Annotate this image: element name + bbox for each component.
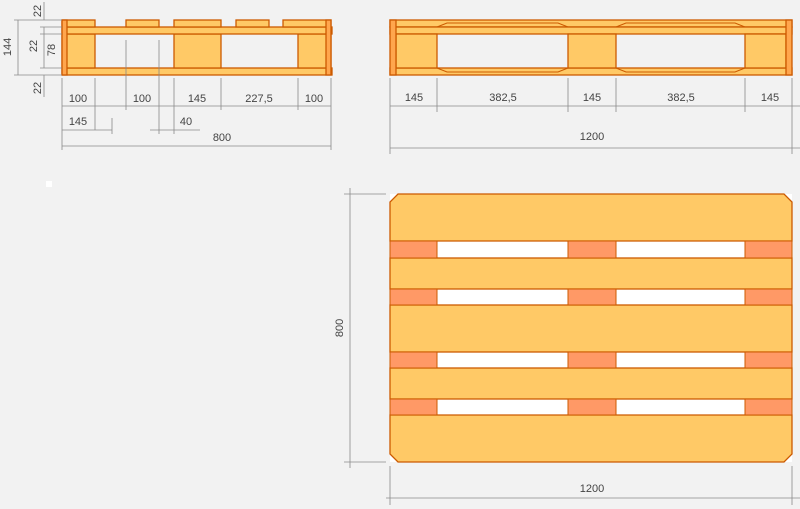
- dim-top-board: 22: [32, 5, 44, 17]
- end-cap-long-left: [389, 19, 397, 76]
- dim-total-800: 800: [213, 132, 231, 144]
- end-cap-right: [325, 19, 332, 76]
- block-gap4-left: [389, 398, 438, 416]
- dim-bottom-board: 22: [32, 82, 44, 94]
- dim-block-height: 78: [46, 44, 58, 56]
- dim-stringer: 22: [28, 40, 40, 52]
- top-board-4: [235, 19, 270, 28]
- stringer-long: [389, 26, 793, 35]
- dim-long-145-b: 145: [583, 92, 601, 104]
- dim-100-c: 100: [305, 93, 323, 105]
- block-long-left: [395, 33, 438, 69]
- width-dimensions: 100 100 145 227,5 100 145 40 800: [62, 93, 331, 147]
- block-gap1-mid: [567, 240, 617, 259]
- dim-145: 145: [188, 93, 206, 105]
- top-board-5: [282, 19, 332, 28]
- dim-total-1200-side: 1200: [580, 131, 604, 143]
- deck-board-1: [389, 193, 793, 242]
- dim-total-height: 144: [2, 38, 14, 56]
- side-view-short: 22 144 22 78 22 100 100 145 227,5 100 14…: [2, 2, 333, 150]
- bottom-board: [61, 67, 333, 76]
- top-view-height-dim: 800: [334, 188, 386, 468]
- blocks-visible: [389, 240, 793, 416]
- end-cap-left: [61, 19, 68, 76]
- dim-long-145-a: 145: [405, 92, 423, 104]
- dim-long-145-c: 145: [761, 92, 779, 104]
- top-view: 800 1200: [334, 188, 800, 505]
- top-board-2: [125, 19, 160, 28]
- block-gap4-mid: [567, 398, 617, 416]
- block-middle: [173, 33, 222, 69]
- block-long-right: [744, 33, 787, 69]
- deck-board-4: [389, 367, 793, 400]
- dim-top-height-800: 800: [334, 319, 346, 337]
- dim-top-width-1200: 1200: [580, 483, 604, 495]
- dim-sub-40: 40: [180, 116, 192, 128]
- side-view-long: 145 382,5 145 382,5 145 1200: [389, 19, 800, 154]
- block-gap2-mid: [567, 288, 617, 306]
- stringer-board: [61, 26, 333, 35]
- dim-227-5: 227,5: [245, 93, 273, 105]
- block-gap3-left: [389, 351, 438, 369]
- top-board-3: [173, 19, 222, 28]
- block-gap1-left: [389, 240, 438, 259]
- block-gap1-right: [744, 240, 793, 259]
- block-gap3-mid: [567, 351, 617, 369]
- height-dimensions: 22 144 22 78 22: [2, 2, 58, 97]
- width-dimensions-long: 145 382,5 145 382,5 145 1200: [390, 92, 800, 149]
- block-gap3-right: [744, 351, 793, 369]
- deck-board-5: [389, 414, 793, 463]
- top-view-width-dim: 1200: [386, 466, 800, 505]
- artifact-mark: [46, 181, 52, 187]
- deck-board-3: [389, 304, 793, 353]
- dim-long-382-b: 382,5: [667, 92, 695, 104]
- block-gap2-right: [744, 288, 793, 306]
- dim-sub-145: 145: [69, 116, 87, 128]
- deck-board-2: [389, 257, 793, 290]
- extension-lines-long: [389, 78, 793, 154]
- end-cap-long-right: [785, 19, 793, 76]
- extension-lines: [14, 19, 332, 150]
- dim-100-a: 100: [69, 93, 87, 105]
- block-long-middle: [567, 33, 617, 69]
- block-gap2-left: [389, 288, 438, 306]
- dim-long-382-a: 382,5: [489, 92, 517, 104]
- dim-100-b: 100: [133, 93, 151, 105]
- block-gap4-right: [744, 398, 793, 416]
